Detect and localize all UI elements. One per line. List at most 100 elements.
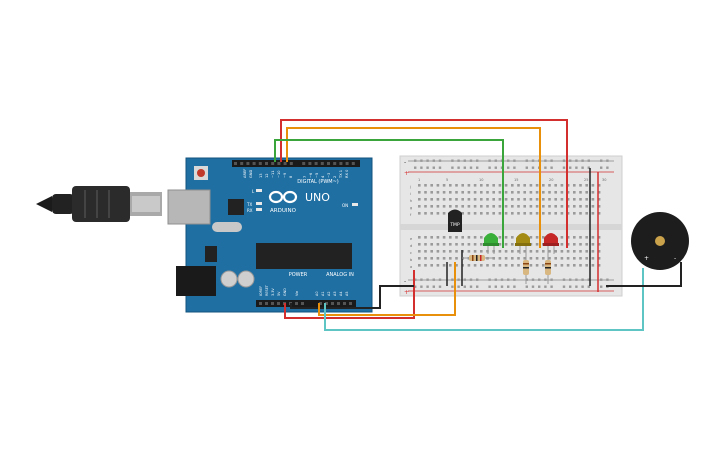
wires [274, 119, 682, 331]
rail-hole [451, 166, 454, 169]
pin-8-label: 8 [289, 175, 293, 178]
rail-hole [513, 278, 516, 281]
rail-hole [538, 285, 541, 288]
rail-hole [550, 159, 553, 162]
breadboard-hole [449, 198, 452, 201]
breadboard-hole [498, 205, 502, 208]
rail-hole [569, 278, 572, 281]
header-pin [351, 162, 355, 165]
header-pin [258, 162, 262, 165]
pin-5-label: ~5 [315, 173, 319, 178]
breadboard-hole [467, 212, 471, 215]
breadboard-hole [511, 198, 514, 201]
led-yellow [515, 233, 531, 254]
pin-a3-label: A3 [333, 292, 337, 296]
breadboard-hole [424, 212, 427, 215]
breadboard-hole [424, 198, 427, 201]
rail-hole [476, 159, 479, 162]
led-l-label: L [252, 189, 255, 194]
breadboard-hole [573, 264, 576, 267]
rail-hole [587, 159, 590, 162]
digital-header [232, 160, 360, 167]
breadboard-hole [504, 236, 508, 239]
col-label-15: 15 [514, 178, 518, 182]
breadboard-hole [504, 198, 508, 201]
breadboard-hole [511, 243, 514, 246]
breadboard-hole [442, 191, 446, 194]
rail-hole [606, 166, 609, 169]
rail-hole [525, 285, 528, 288]
breadboard-hole [461, 191, 464, 194]
rail-hole [600, 278, 603, 281]
breadboard-hole [554, 191, 557, 194]
pin-tx-label: TX 1 [339, 170, 343, 179]
breadboard-hole [449, 236, 452, 239]
rail-hole [544, 159, 547, 162]
arduino-logo-icon [268, 190, 298, 204]
rail-hole [414, 278, 417, 281]
col-label-10: 10 [479, 178, 483, 182]
breadboard-hole [480, 205, 483, 208]
board-model: UNO [305, 191, 330, 204]
breadboard-hole [511, 205, 514, 208]
breadboard-hole [535, 236, 539, 239]
breadboard-hole [523, 184, 526, 187]
rail-plus-bottom: + [404, 289, 409, 296]
breadboard-hole [529, 198, 533, 201]
row-label-f: f [410, 213, 412, 217]
led-red [543, 233, 559, 254]
breadboard-hole [436, 184, 440, 187]
breadboard-hole [542, 191, 545, 194]
rail-hole [600, 159, 603, 162]
rail-hole [562, 285, 566, 288]
rail-hole [432, 278, 435, 281]
breadboard-hole [579, 205, 582, 208]
breadboard-hole [548, 205, 551, 208]
wire-orange-pin9 [286, 127, 541, 248]
breadboard-hole [535, 212, 539, 215]
rail-hole [426, 278, 429, 281]
header-pin [337, 302, 340, 305]
row-label-j: j [409, 185, 411, 189]
breadboard-hole [511, 257, 514, 260]
breadboard-hole [486, 205, 489, 208]
breadboard-hole [597, 243, 601, 246]
header-pin [343, 302, 346, 305]
rail-hole [600, 285, 603, 288]
rail-hole [463, 166, 466, 169]
breadboard-hole [566, 205, 570, 208]
breadboard-hole [554, 264, 557, 267]
rail-hole [438, 285, 442, 288]
breadboard-hole [430, 205, 433, 208]
breadboard-hole [585, 205, 588, 208]
pin-5v-label: 5V [277, 291, 281, 296]
pin-vin-label: Vin [295, 291, 299, 296]
breadboard-hole [442, 184, 446, 187]
header-pin [301, 302, 304, 305]
breadboard-hole [430, 198, 433, 201]
header-pin [308, 162, 312, 165]
breadboard-hole [418, 184, 421, 187]
breadboard-hole [573, 205, 576, 208]
pin-gnd-label: GND [249, 170, 253, 178]
rail-hole [432, 159, 435, 162]
wire-black-buzzer [606, 262, 682, 287]
breadboard-hole [467, 250, 471, 253]
pin-a0-label: A0 [315, 292, 319, 296]
breadboard-hole [418, 191, 421, 194]
breadboard-hole [597, 184, 601, 187]
header-pin [327, 162, 330, 165]
usb-chip [228, 199, 244, 215]
rail-hole [581, 285, 584, 288]
breadboard-hole [467, 243, 471, 246]
breadboard-hole [473, 236, 477, 239]
pin-4-label: 4 [321, 175, 325, 178]
breadboard-hole [455, 191, 458, 194]
breadboard-hole [504, 243, 508, 246]
breadboard-hole [585, 212, 588, 215]
breadboard-hole [535, 257, 539, 260]
breadboard-hole [591, 250, 595, 253]
header-pin [349, 302, 352, 305]
col-label-20: 20 [549, 178, 553, 182]
rail-hole [575, 285, 578, 288]
